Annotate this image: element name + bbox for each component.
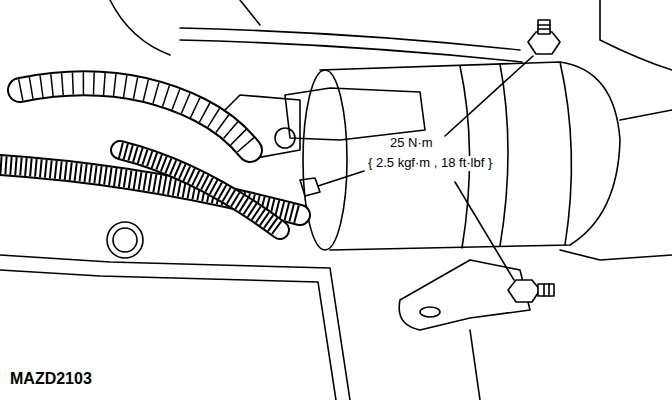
bolt-head <box>113 228 137 252</box>
engine-block <box>470 330 480 400</box>
upper-nut <box>528 20 560 54</box>
engine-block <box>0 270 336 400</box>
torque-value: 25 N·m <box>388 136 435 151</box>
panel-line <box>240 0 260 25</box>
bracket-hole <box>420 307 440 317</box>
engine-block <box>0 255 350 400</box>
bolt-head <box>107 222 143 258</box>
torque-conversion: { 2.5 kgf·m , 18 ft·lbf } <box>366 156 494 171</box>
panel-line <box>110 0 170 55</box>
cable <box>180 40 522 62</box>
leader-line <box>445 56 533 136</box>
leader-line <box>455 182 514 280</box>
lower-nut <box>508 280 554 302</box>
engine-block <box>620 110 672 120</box>
starter-seam <box>500 64 508 246</box>
starter-seam <box>560 62 571 245</box>
figure-id: MAZD2103 <box>8 370 94 388</box>
leader-line <box>318 171 364 186</box>
panel-line <box>600 0 672 70</box>
bolt <box>300 178 320 196</box>
starter-body-end <box>303 70 347 250</box>
solenoid <box>285 88 425 140</box>
terminal-hole <box>275 128 295 148</box>
engine-block <box>560 250 672 260</box>
